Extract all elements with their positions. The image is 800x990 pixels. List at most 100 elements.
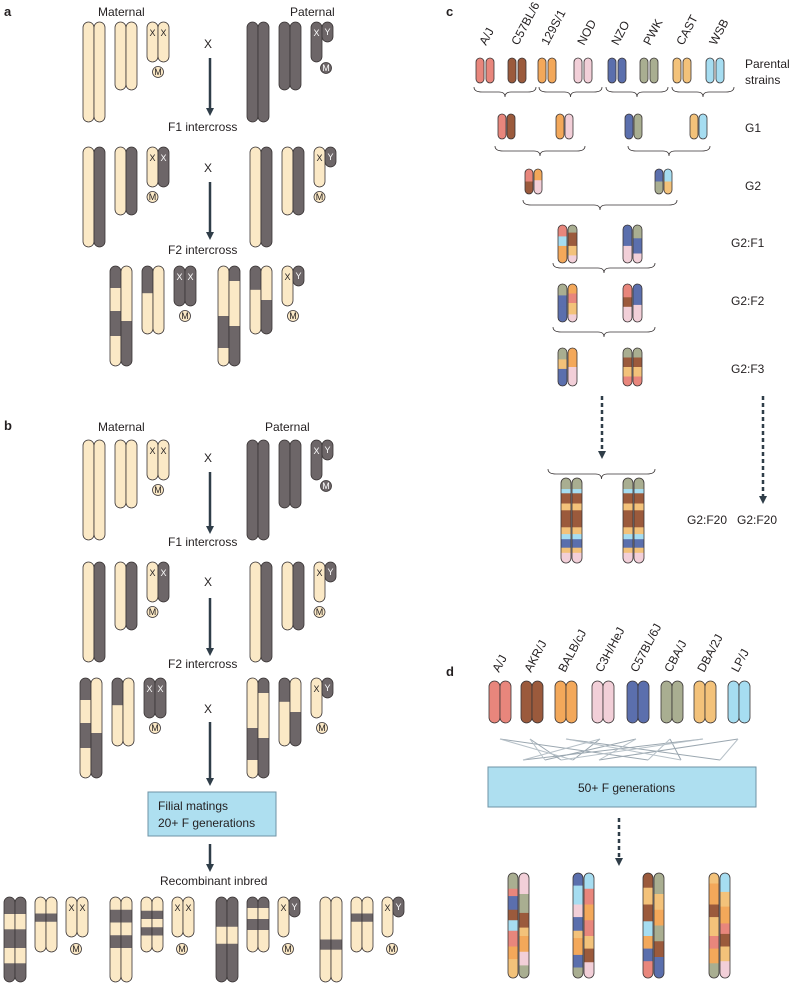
- chromosome-segment: [568, 225, 577, 233]
- x-letter: X: [146, 684, 152, 694]
- x-letter: X: [149, 28, 155, 38]
- chromosome-segment: [625, 114, 633, 139]
- chromosome-segment: [584, 873, 594, 890]
- chromosome-segment: [362, 897, 373, 914]
- chromosome-outline: [157, 146, 170, 188]
- x-chromosome: [311, 678, 322, 718]
- chromosome-segment: [623, 348, 632, 358]
- chromosome-segment: [290, 440, 301, 508]
- chromosome-segment: [121, 266, 132, 322]
- x-letter: X: [316, 153, 322, 163]
- chromosome-segment: [716, 58, 724, 83]
- mixed-chromosome: [623, 284, 632, 322]
- mitochondria-icon: [320, 62, 332, 74]
- chromosome-segment: [655, 169, 663, 182]
- chromosome-outline: [76, 896, 89, 938]
- strain-chromosome: [640, 58, 648, 83]
- chromosome-segment: [66, 897, 77, 937]
- mixed-chromosome: [568, 284, 577, 322]
- chromosome-segment: [121, 948, 132, 982]
- chromosome-segment: [508, 873, 518, 890]
- chromosome-outline: [125, 561, 138, 631]
- chromosome-outline: [639, 57, 649, 84]
- chromosome-outline: [507, 57, 517, 84]
- chromosome-segment: [634, 510, 644, 528]
- chromosome-segment: [126, 22, 137, 90]
- strain-label-c: NOD: [574, 17, 599, 47]
- chromosome-segment: [320, 897, 331, 940]
- chromosome-segment: [558, 284, 567, 296]
- x-chromosome: [158, 147, 169, 187]
- x-letter: X: [187, 272, 193, 282]
- chromosome-outline: [125, 21, 138, 91]
- chromosome-segment: [476, 58, 484, 83]
- chromosome-segment: [709, 917, 719, 937]
- chromosome-segment: [519, 951, 529, 966]
- chromosome-outline: [571, 477, 583, 564]
- chromosome-segment: [623, 245, 632, 263]
- chromosome-segment: [172, 897, 183, 937]
- chromosome-segment: [115, 22, 126, 90]
- x-letter: X: [284, 272, 290, 282]
- chromosome-segment: [720, 946, 730, 962]
- strain-label-d: DBA/2J: [694, 632, 725, 674]
- chromosome-outline: [257, 896, 270, 953]
- paternal-chromosome: [247, 440, 258, 540]
- chromosome-segment: [77, 897, 88, 937]
- mitochondria-icon: [152, 484, 164, 496]
- ri-chromosome: [110, 897, 121, 982]
- cross-line: [499, 738, 574, 761]
- x-chromosome: [147, 562, 158, 602]
- f2-chromosome: [142, 266, 153, 334]
- chromosome-segment: [258, 22, 269, 122]
- strain-chromosome: [548, 58, 556, 83]
- chromosome-outline: [310, 439, 323, 481]
- chromosome-segment: [664, 169, 672, 182]
- chromosome-segment: [623, 510, 633, 528]
- chromosome-segment: [126, 147, 137, 215]
- g1-chromosome: [690, 114, 698, 139]
- chromosome-segment: [568, 232, 577, 247]
- chromosome-segment: [508, 888, 518, 897]
- chromosome-outline: [704, 680, 717, 724]
- chromosome-outline: [672, 57, 682, 84]
- f2-chromosome: [110, 266, 121, 366]
- f2-chromosome: [250, 266, 261, 334]
- f2-chromosome: [121, 266, 132, 366]
- generation-g2-f1: G2:F1: [731, 236, 765, 250]
- chromosome-segment: [558, 368, 567, 386]
- maternal-chromosome: [115, 440, 126, 508]
- y-letter: Y: [324, 445, 330, 455]
- chromosome-segment: [672, 681, 683, 723]
- cc-chromosome: [519, 873, 529, 978]
- chromosome-segment: [4, 929, 15, 949]
- f2-chromosome: [258, 678, 269, 778]
- chromosome-outline: [624, 113, 634, 140]
- chromosome-outline: [715, 57, 725, 84]
- chromosome-segment: [573, 954, 583, 968]
- ri-chromosome: [152, 897, 163, 952]
- chromosome-segment: [289, 897, 300, 917]
- chromosome-outline: [120, 896, 133, 983]
- chromosome-segment: [110, 909, 121, 923]
- mitochondria-icon: [176, 943, 188, 955]
- chromosome-segment: [46, 921, 57, 952]
- chromosome-segment: [720, 961, 730, 978]
- strain-label-c: PWK: [640, 17, 665, 48]
- chromosome-segment: [216, 943, 227, 982]
- chromosome-outline: [310, 677, 323, 719]
- chromosome-segment: [331, 897, 342, 940]
- mitochondria-letter: M: [178, 944, 186, 954]
- f1-chromosome: [293, 147, 304, 215]
- chromosome-segment: [80, 748, 91, 778]
- x-chromosome: [314, 147, 325, 187]
- chromosome-segment: [519, 894, 529, 914]
- x-chromosome: [158, 440, 169, 480]
- mitochondria-icon: [313, 606, 326, 618]
- chromosome-segment: [565, 114, 573, 139]
- chromosome-segment: [643, 936, 653, 949]
- chromosome-segment: [486, 58, 494, 83]
- chromosome-segment: [382, 897, 393, 937]
- chromosome-segment: [633, 367, 642, 377]
- chromosome-outline: [289, 439, 302, 509]
